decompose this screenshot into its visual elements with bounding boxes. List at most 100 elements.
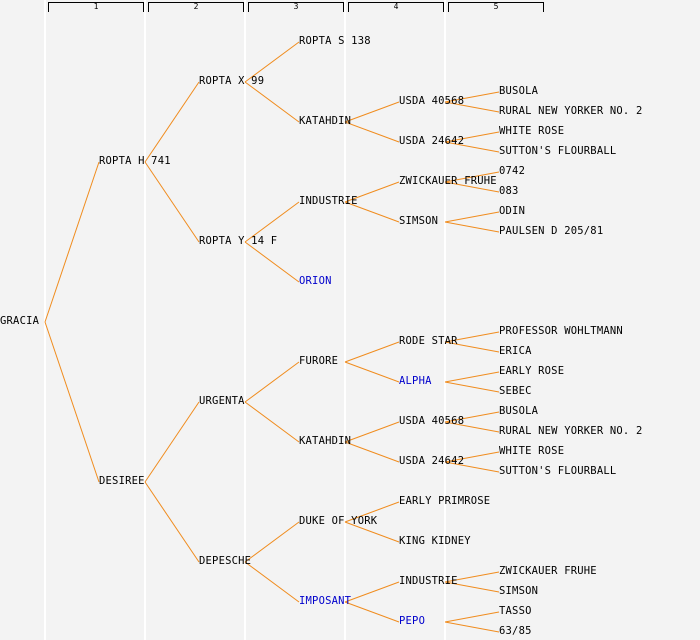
ancestor-gen-2[interactable]: ROPTA X 99 xyxy=(199,75,265,87)
ancestor-gen-5[interactable]: RURAL NEW YORKER NO. 2 xyxy=(499,425,643,437)
ancestor-gen-5[interactable]: SUTTON'S FLOURBALL xyxy=(499,145,617,157)
ancestor-gen-2[interactable]: URGENTA xyxy=(199,395,245,407)
ancestor-gen-5[interactable]: 083 xyxy=(499,185,519,197)
pedigree-link xyxy=(444,411,500,423)
column-divider xyxy=(44,0,46,640)
ancestor-gen-5[interactable]: WHITE ROSE xyxy=(499,125,565,137)
ancestor-gen-2[interactable]: ROPTA Y 14 F xyxy=(199,235,278,247)
pedigree-link xyxy=(444,91,500,103)
ancestor-gen-4[interactable]: SIMSON xyxy=(399,215,439,227)
column-divider xyxy=(144,0,146,640)
pedigree-link xyxy=(344,521,400,543)
ancestor-gen-4[interactable]: INDUSTRIE xyxy=(399,575,458,587)
pedigree-link xyxy=(444,341,500,353)
pedigree-link xyxy=(344,341,400,363)
pedigree-link xyxy=(444,451,500,463)
pedigree-link xyxy=(244,241,300,283)
pedigree-link xyxy=(244,81,300,123)
pedigree-link xyxy=(144,161,200,243)
ancestor-gen-5[interactable]: PROFESSOR WOHLTMANN xyxy=(499,325,623,337)
pedigree-link xyxy=(344,441,400,463)
ancestor-gen-3[interactable]: KATAHDIN xyxy=(299,435,352,447)
pedigree-link xyxy=(444,421,500,433)
ancestor-gen-3[interactable]: ORION xyxy=(299,275,332,287)
ancestor-gen-5[interactable]: TASSO xyxy=(499,605,532,617)
ancestor-gen-4[interactable]: ALPHA xyxy=(399,375,432,387)
pedigree-link xyxy=(444,381,500,393)
ancestor-gen-3[interactable]: DUKE OF YORK xyxy=(299,515,378,527)
ancestor-gen-3[interactable]: KATAHDIN xyxy=(299,115,352,127)
generation-header: 2 xyxy=(148,2,244,12)
ancestor-gen-4[interactable]: PEPO xyxy=(399,615,426,627)
ancestor-gen-5[interactable]: SIMSON xyxy=(499,585,539,597)
pedigree-link xyxy=(344,601,400,623)
pedigree-link xyxy=(244,361,300,403)
ancestor-gen-5[interactable]: SUTTON'S FLOURBALL xyxy=(499,465,617,477)
generation-header: 3 xyxy=(248,2,344,12)
pedigree-link xyxy=(344,101,400,123)
pedigree-link xyxy=(244,521,300,563)
pedigree-link xyxy=(244,41,300,83)
pedigree-link xyxy=(444,211,500,223)
ancestor-gen-4[interactable]: USDA 40568 xyxy=(399,95,465,107)
generation-header-label: 3 xyxy=(293,2,299,11)
ancestor-gen-3[interactable]: IMPOSANT xyxy=(299,595,352,607)
pedigree-link xyxy=(444,141,500,153)
ancestor-gen-5[interactable]: PAULSEN D 205/81 xyxy=(499,225,604,237)
pedigree-link xyxy=(444,611,500,623)
ancestor-gen-5[interactable]: 0742 xyxy=(499,165,526,177)
pedigree-link xyxy=(344,581,400,603)
ancestor-gen-5[interactable]: EARLY ROSE xyxy=(499,365,565,377)
pedigree-link xyxy=(344,501,400,523)
ancestor-gen-4[interactable]: USDA 24642 xyxy=(399,135,465,147)
ancestor-gen-5[interactable]: WHITE ROSE xyxy=(499,445,565,457)
pedigree-link xyxy=(444,621,500,633)
ancestor-gen-2[interactable]: DEPESCHE xyxy=(199,555,252,567)
pedigree-link xyxy=(444,101,500,113)
ancestor-gen-4[interactable]: KING KIDNEY xyxy=(399,535,471,547)
generation-header: 1 xyxy=(48,2,144,12)
pedigree-link xyxy=(444,461,500,473)
ancestor-gen-3[interactable]: INDUSTRIE xyxy=(299,195,358,207)
pedigree-link xyxy=(44,321,100,483)
pedigree-link xyxy=(444,171,500,183)
generation-header-label: 2 xyxy=(193,2,199,11)
generation-header-label: 5 xyxy=(493,2,499,11)
pedigree-link xyxy=(444,181,500,193)
ancestor-gen-5[interactable]: SEBEC xyxy=(499,385,532,397)
ancestor-gen-5[interactable]: ODIN xyxy=(499,205,526,217)
ancestor-gen-4[interactable]: USDA 24642 xyxy=(399,455,465,467)
ancestor-gen-5[interactable]: ERICA xyxy=(499,345,532,357)
ancestor-gen-5[interactable]: 63/85 xyxy=(499,625,532,637)
pedigree-link xyxy=(444,371,500,383)
ancestor-gen-5[interactable]: BUSOLA xyxy=(499,85,539,97)
column-divider xyxy=(344,0,346,640)
ancestor-gen-4[interactable]: USDA 40568 xyxy=(399,415,465,427)
pedigree-link xyxy=(344,201,400,223)
ancestor-gen-3[interactable]: ROPTA S 138 xyxy=(299,35,371,47)
ancestor-gen-4[interactable]: RODE STAR xyxy=(399,335,458,347)
generation-header: 5 xyxy=(448,2,544,12)
pedigree-link xyxy=(344,181,400,203)
ancestor-gen-5[interactable]: RURAL NEW YORKER NO. 2 xyxy=(499,105,643,117)
pedigree-link xyxy=(144,401,200,483)
proband-name[interactable]: GRACIA xyxy=(0,315,40,327)
ancestor-gen-1[interactable]: ROPTA H 741 xyxy=(99,155,171,167)
column-divider xyxy=(244,0,246,640)
ancestor-gen-5[interactable]: BUSOLA xyxy=(499,405,539,417)
pedigree-link xyxy=(344,421,400,443)
pedigree-link xyxy=(344,361,400,383)
pedigree-link xyxy=(444,131,500,143)
pedigree-link xyxy=(444,571,500,583)
pedigree-link xyxy=(244,401,300,443)
pedigree-link xyxy=(444,331,500,343)
pedigree-link xyxy=(344,121,400,143)
ancestor-gen-1[interactable]: DESIREE xyxy=(99,475,145,487)
pedigree-link xyxy=(444,581,500,593)
pedigree-link xyxy=(244,201,300,243)
ancestor-gen-5[interactable]: ZWICKAUER FRUHE xyxy=(499,565,597,577)
ancestor-gen-4[interactable]: ZWICKAUER FRUHE xyxy=(399,175,497,187)
ancestor-gen-4[interactable]: EARLY PRIMROSE xyxy=(399,495,491,507)
generation-header-label: 4 xyxy=(393,2,399,11)
ancestor-gen-3[interactable]: FURORE xyxy=(299,355,339,367)
